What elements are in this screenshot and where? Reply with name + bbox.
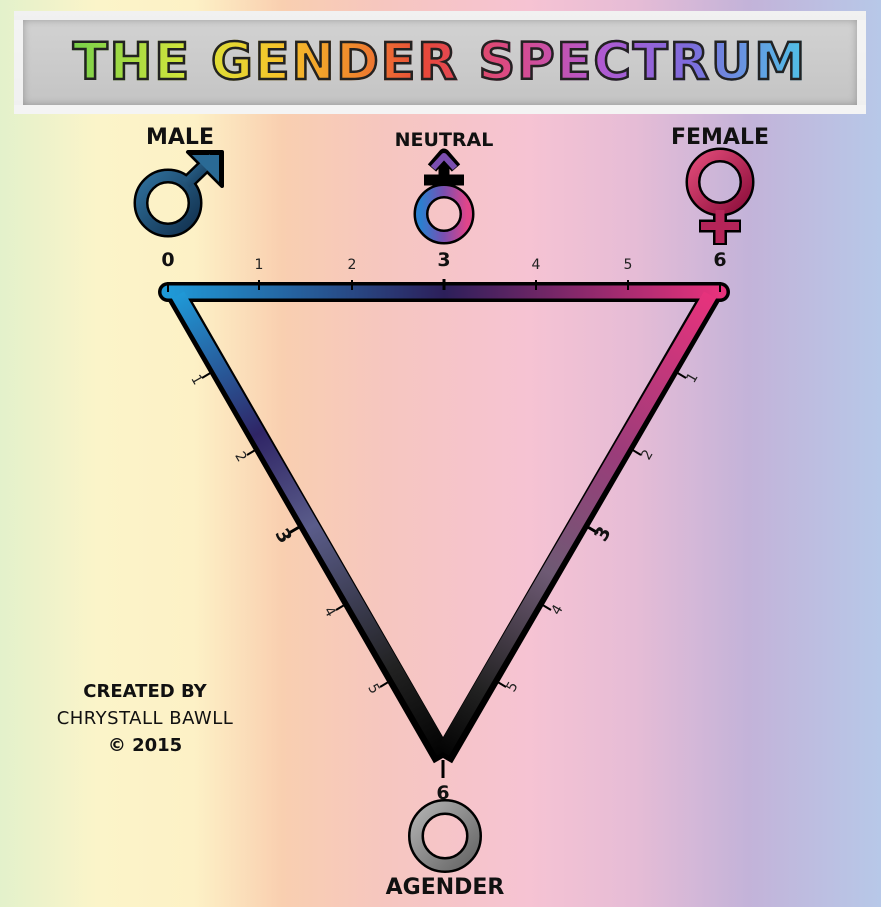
top-tick-label-4: 4 (532, 257, 541, 273)
agender-label: AGENDER (386, 875, 505, 900)
agender-symbol-icon (408, 799, 482, 873)
bottom-tick-label-6: 6 (436, 782, 449, 804)
left-tick-label-2: 2 (231, 449, 249, 465)
title-banner: THE GENDER SPECTRUM (14, 11, 866, 114)
credit-author: CHRYSTALL BAWLL (56, 708, 234, 729)
right-tick-label-2: 2 (638, 447, 656, 463)
spectrum-triangle (158, 282, 730, 764)
male-agender-axis (171, 291, 450, 756)
page-title: THE GENDER SPECTRUM (72, 32, 808, 94)
left-tick-label-1: 1 (187, 372, 205, 388)
top-tick-label-3: 3 (437, 249, 450, 271)
credit-created-by: CREATED BY (83, 681, 207, 702)
top-scale: 0 1 2 3 4 5 6 (161, 249, 727, 292)
top-tick-label-6: 6 (713, 249, 726, 271)
neutral-symbol-icon (413, 148, 475, 245)
male-symbol-icon (133, 150, 224, 238)
left-tick-label-4: 4 (320, 604, 338, 620)
credit-block: CREATED BY CHRYSTALL BAWLL © 2015 (50, 678, 240, 759)
female-symbol-icon (685, 147, 755, 245)
credit-year: © 2015 (107, 735, 183, 756)
top-tick-label-1: 1 (255, 257, 264, 273)
right-tick-label-3: 3 (590, 523, 616, 545)
male-label: MALE (146, 125, 214, 150)
left-scale: 1 2 3 4 5 (187, 371, 391, 697)
neutral-label: NEUTRAL (395, 129, 494, 151)
top-tick-label-2: 2 (348, 257, 357, 273)
right-tick-label-1: 1 (683, 370, 701, 386)
female-agender-axis (436, 291, 717, 756)
right-tick-label-5: 5 (503, 679, 521, 695)
right-scale: 1 2 3 4 5 (495, 370, 702, 695)
right-tick-label-4: 4 (548, 602, 566, 618)
left-tick-label-5: 5 (364, 681, 382, 697)
left-tick-label-3: 3 (270, 525, 296, 547)
top-tick-label-0: 0 (161, 249, 174, 271)
female-label: FEMALE (671, 125, 769, 150)
top-tick-label-5: 5 (624, 257, 633, 273)
